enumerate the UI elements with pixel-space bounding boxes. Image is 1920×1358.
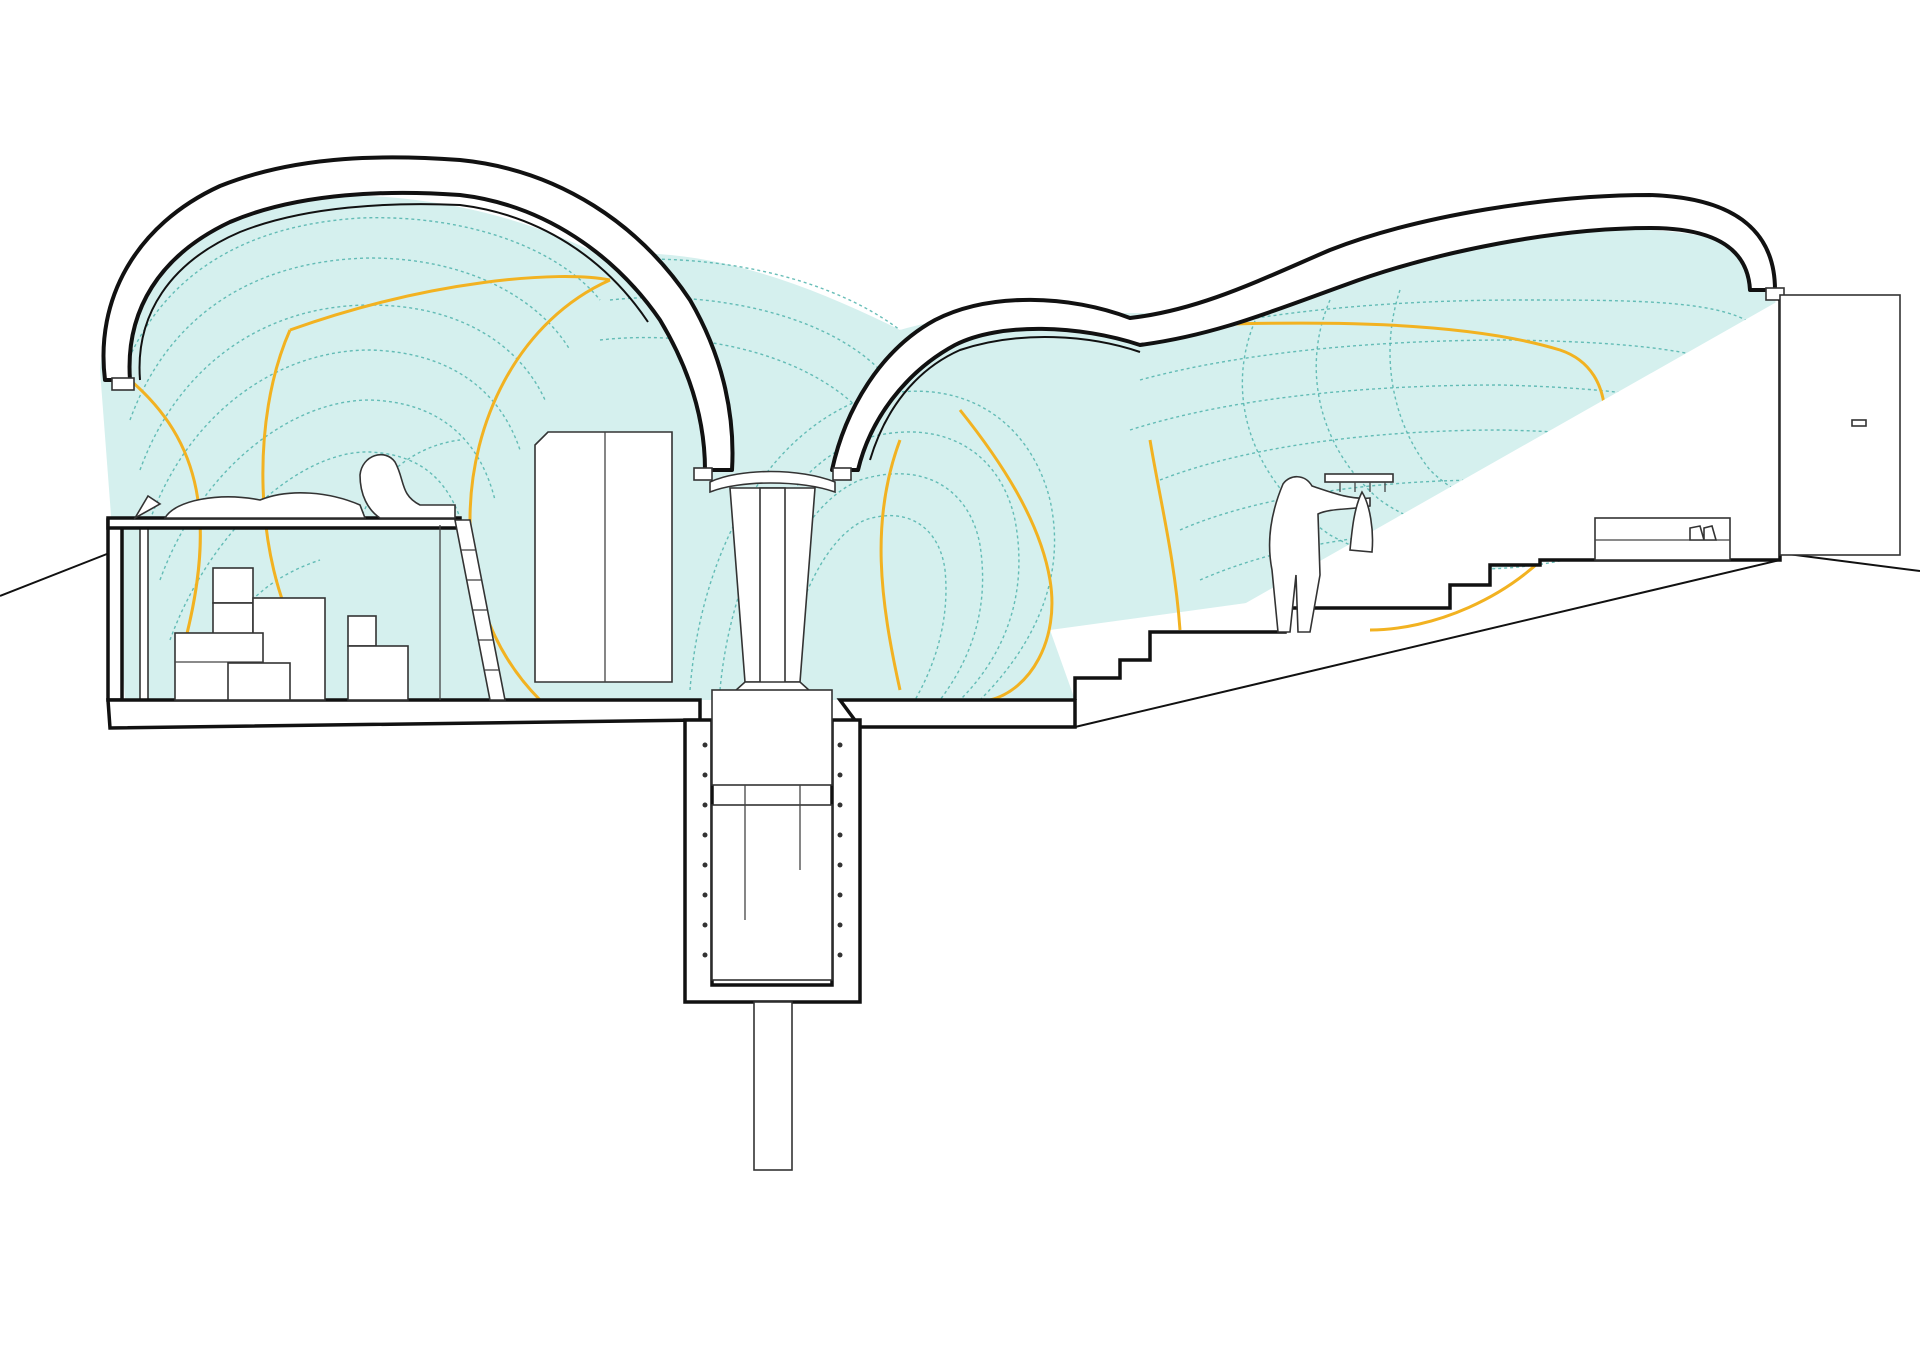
entrance-door (1779, 294, 1901, 556)
lamp (132, 494, 162, 521)
ground-slope-under-steps (1074, 559, 1781, 728)
pile (753, 1001, 793, 1171)
person-resting-on-loft (359, 453, 456, 519)
yarn-left-2 (289, 275, 611, 332)
left-outer-wall (106, 518, 124, 702)
slab-right (836, 698, 1077, 729)
wardrobe (534, 431, 673, 683)
boots (1689, 525, 1718, 541)
left-vault-inner-line (138, 203, 649, 381)
right-room-figures (1268, 473, 1731, 633)
column-cap-arch (709, 470, 836, 494)
ladder-rungs (461, 549, 499, 671)
shaft-bolts (702, 742, 843, 958)
yarn-right-2 (1148, 439, 1182, 631)
right-vault-inner-line (869, 336, 1141, 461)
ground-line-left (0, 551, 113, 597)
step-profile (1073, 300, 1782, 700)
coat-rack (1324, 473, 1394, 483)
yarn-lines (129, 275, 1607, 702)
shaft-rail-frame (711, 804, 833, 981)
left-vault-shell (101, 155, 735, 472)
coat-hooks (1339, 482, 1386, 492)
wardrobe-body (534, 431, 673, 683)
mid-left-plate (693, 467, 713, 481)
yarn-left-1 (129, 378, 202, 661)
yarn-left-4 (468, 278, 611, 702)
yarn-mid-2 (879, 439, 902, 691)
door-handle (1851, 419, 1867, 427)
ground-line-right (1779, 552, 1920, 572)
mid-right-plate (832, 467, 852, 481)
stepped-floor (1073, 294, 1901, 700)
structure-walls (106, 518, 1077, 1171)
shaft-inner-box (711, 689, 833, 786)
floor-slab-and-foundation (106, 698, 702, 730)
left-inner-post (139, 519, 149, 701)
loft-bed-platform (106, 516, 462, 530)
yarn-mid-1 (958, 409, 1054, 702)
loft (106, 453, 506, 701)
mattress (163, 492, 367, 519)
terrain (0, 551, 1920, 728)
column-shaft (759, 487, 786, 684)
storage-boxes (174, 567, 409, 701)
left-wall-plate (111, 377, 135, 391)
person-hanging-cloth (1268, 475, 1371, 633)
yarn-right-1 (1084, 321, 1607, 632)
hanging-cloth (1349, 490, 1374, 553)
